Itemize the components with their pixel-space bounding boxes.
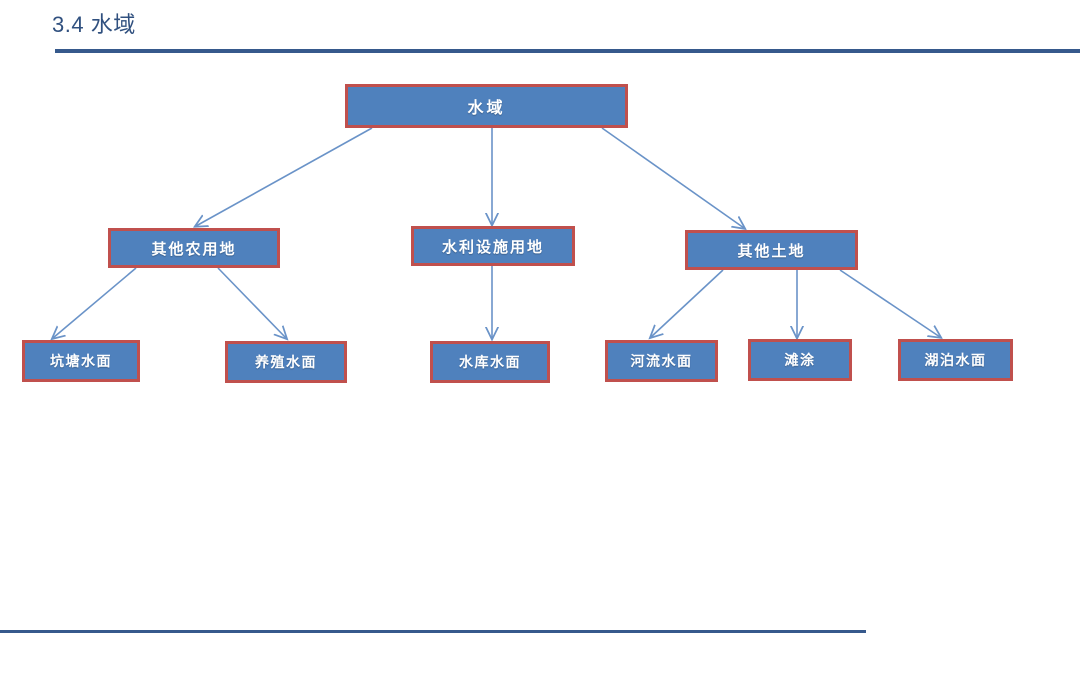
footer-divider: [0, 630, 866, 633]
edge-root-to-other-land: [601, 127, 744, 228]
edge-other-farmland-to-aquaculture-water: [217, 267, 286, 338]
node-other-land[interactable]: 其他土地: [685, 230, 858, 270]
node-reservoir-surface[interactable]: 水库水面: [430, 341, 550, 383]
node-label: 水利设施用地: [441, 237, 544, 256]
node-lake-surface[interactable]: 湖泊水面: [898, 339, 1013, 381]
node-label: 其他土地: [737, 241, 806, 260]
title-divider: [55, 49, 1080, 53]
node-water-facility[interactable]: 水利设施用地: [411, 226, 575, 266]
node-label: 其他农用地: [151, 239, 237, 258]
edge-root-to-other-farmland: [196, 127, 373, 226]
node-label: 滩涂: [784, 353, 816, 369]
node-label: 水库水面: [459, 355, 521, 371]
edge-other-farmland-to-pond-surface: [53, 267, 137, 338]
node-root[interactable]: 水域: [345, 84, 628, 128]
node-aquaculture-water[interactable]: 养殖水面: [225, 341, 347, 383]
edge-other-land-to-river-surface: [651, 269, 724, 337]
node-label: 水域: [467, 98, 506, 117]
node-label: 河流水面: [630, 354, 693, 370]
node-pond-surface[interactable]: 坑塘水面: [22, 340, 140, 382]
node-tidal-flat[interactable]: 滩涂: [748, 339, 852, 381]
node-river-surface[interactable]: 河流水面: [605, 340, 718, 382]
node-other-farmland[interactable]: 其他农用地: [108, 228, 280, 268]
node-label: 养殖水面: [255, 355, 317, 371]
node-label: 湖泊水面: [924, 353, 987, 369]
edge-other-land-to-lake-surface: [839, 269, 940, 337]
tree-edges: [53, 127, 940, 338]
page-title: 3.4 水域: [52, 12, 136, 37]
node-label: 坑塘水面: [50, 354, 112, 370]
